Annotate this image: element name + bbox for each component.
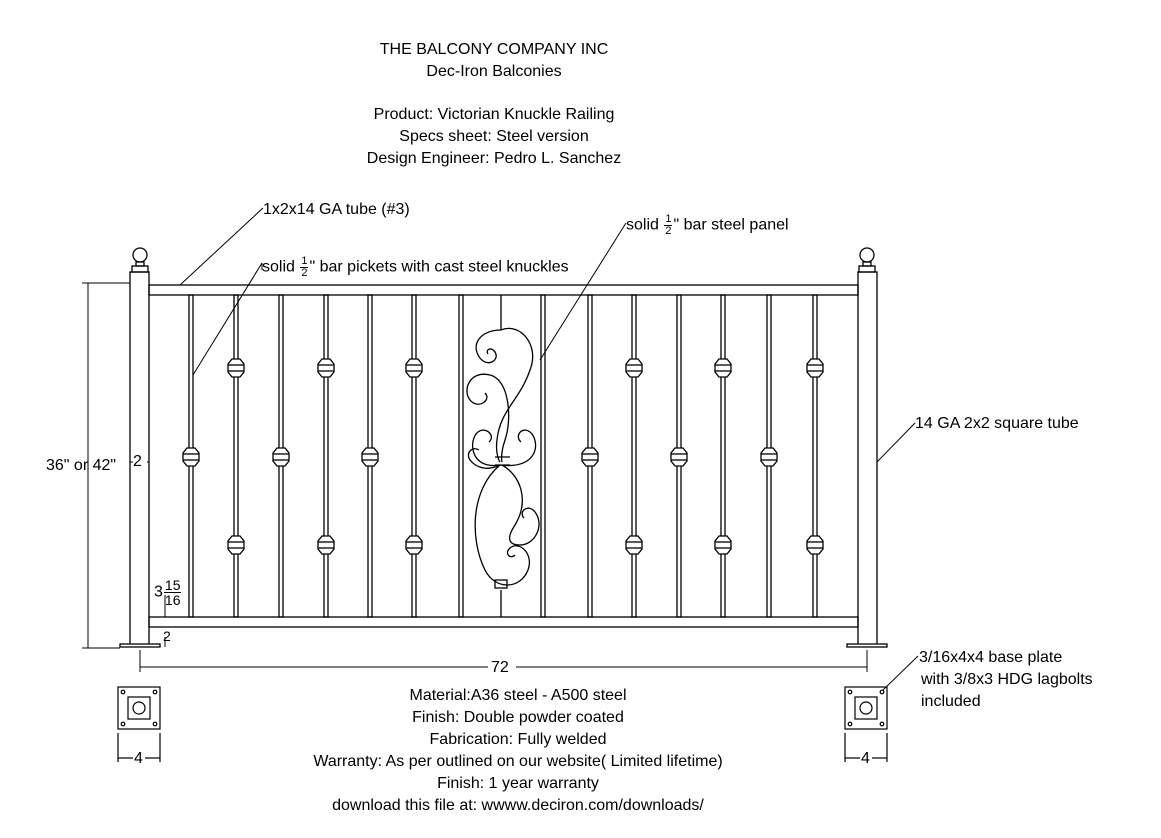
bottom-gap-dimension: 2: [163, 628, 171, 644]
knuckle: [227, 535, 245, 555]
base-plates: [117, 686, 888, 762]
top-rail: [148, 284, 859, 296]
picket: [233, 294, 239, 618]
length-dimension: 72: [491, 659, 509, 676]
division-name: Dec-Iron Balconies: [426, 63, 562, 80]
leader-pickets: [192, 262, 263, 376]
picket: [812, 294, 818, 618]
finish-warranty-line: Finish: 1 year warranty: [437, 775, 599, 792]
panel-fraction-num: 1: [664, 213, 673, 226]
knuckle: [714, 535, 732, 555]
left-finial-cap: [131, 265, 149, 273]
gap-num: 15: [163, 577, 182, 593]
panel-callout-pre: solid: [626, 216, 664, 234]
knuckle: [806, 535, 824, 555]
knuckle: [405, 358, 423, 378]
knuckle: [182, 447, 200, 467]
right-post: [857, 271, 878, 647]
fabrication-line: Fabrication: Fully welded: [429, 731, 607, 748]
base-plate-callout-3: included: [921, 693, 981, 710]
product-line: Product: Victorian Knuckle Railing: [373, 106, 615, 123]
gap-den: 16: [164, 592, 181, 608]
leader-plate: [882, 655, 919, 691]
knuckle: [625, 358, 643, 378]
knuckle: [317, 358, 335, 378]
knuckle: [405, 535, 423, 555]
panel-callout-post: " bar steel panel: [673, 216, 789, 234]
left-finial: [132, 247, 148, 263]
material-line: Material:A36 steel - A500 steel: [409, 687, 627, 704]
base-plate-callout-2: with 3/8x3 HDG lagbolts: [921, 671, 1093, 688]
knuckle: [272, 447, 290, 467]
knuckle: [806, 358, 824, 378]
knuckle: [317, 535, 335, 555]
panel-fraction-den: 2: [665, 225, 672, 237]
specs-line: Specs sheet: Steel version: [399, 128, 589, 145]
base-plate-callout-1: 3/16x4x4 base plate: [919, 649, 1063, 666]
picket: [631, 294, 637, 618]
download-line: download this file at: wwww.deciron.com/…: [332, 797, 704, 814]
right-post-base: [846, 643, 888, 648]
knuckle: [714, 358, 732, 378]
gap-whole: 3: [154, 583, 163, 601]
pickets: [182, 294, 824, 618]
right-plate-dimension: 4: [861, 750, 870, 767]
right-finial-cap: [858, 265, 876, 273]
bottom-rail: [148, 616, 859, 628]
picket: [411, 294, 417, 618]
pickets-callout-post: " bar pickets with cast steel knuckles: [309, 258, 569, 276]
post-width-dimension: 2: [133, 453, 142, 470]
leader-top-rail: [179, 207, 264, 286]
pickets-callout-pre: solid: [262, 258, 300, 276]
leader-panel: [539, 222, 627, 361]
picket: [323, 294, 329, 618]
left-post-base: [119, 643, 161, 648]
knuckle: [670, 447, 688, 467]
knuckle: [625, 535, 643, 555]
finish-line: Finish: Double powder coated: [412, 709, 624, 726]
scroll-panel: [458, 294, 546, 618]
height-dimension: 36" or 42": [46, 457, 117, 474]
picket: [720, 294, 726, 618]
knuckle: [227, 358, 245, 378]
knuckle: [361, 447, 379, 467]
knuckle: [581, 447, 599, 467]
pickets-fraction-den: 2: [301, 267, 308, 279]
right-finial: [859, 247, 875, 263]
company-name: THE BALCONY COMPANY INC: [379, 41, 609, 58]
warranty-line: Warranty: As per outlined on our website…: [313, 753, 723, 770]
post-callout: 14 GA 2x2 square tube: [915, 415, 1079, 432]
knuckle: [760, 447, 778, 467]
engineer-line: Design Engineer: Pedro L. Sanchez: [366, 150, 622, 167]
pickets-fraction-num: 1: [300, 255, 309, 268]
leader-post: [876, 422, 916, 463]
top-rail-callout: 1x2x14 GA tube (#3): [263, 201, 410, 218]
left-plate-dimension: 4: [134, 750, 143, 767]
